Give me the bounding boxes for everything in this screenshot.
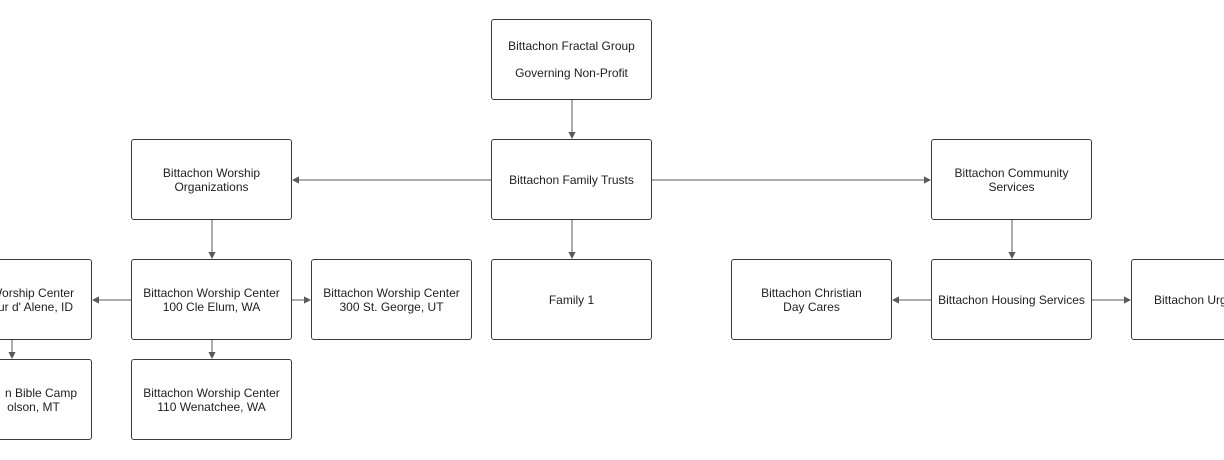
edge-trusts-to-community xyxy=(652,176,931,184)
edge-fractal-to-trusts xyxy=(568,100,576,139)
node-worship-center-cle-elum-line1: Bittachon Worship Center xyxy=(143,285,280,300)
node-christian-day-cares-line1: Bittachon Christian xyxy=(761,285,862,300)
node-worship-center-wenatchee[interactable]: Bittachon Worship Center 110 Wenatchee, … xyxy=(131,359,292,440)
node-community-services-line2: Services xyxy=(988,179,1035,194)
edge-cle-elum-to-coeur xyxy=(92,296,131,304)
edge-community-to-housing-arrowhead xyxy=(1008,252,1016,259)
node-housing-services[interactable]: Bittachon Housing Services xyxy=(931,259,1092,340)
edge-trusts-to-worship-orgs xyxy=(292,176,491,184)
node-bible-camp-line2: olson, MT xyxy=(7,399,60,414)
edge-community-to-housing xyxy=(1008,220,1016,259)
node-christian-day-cares[interactable]: Bittachon Christian Day Cares xyxy=(731,259,892,340)
node-family-trusts-label: Bittachon Family Trusts xyxy=(509,172,634,187)
edge-cle-elum-to-wenatchee-arrowhead xyxy=(208,352,216,359)
node-worship-organizations[interactable]: Bittachon Worship Organizations xyxy=(131,139,292,220)
edge-housing-to-urg-arrowhead xyxy=(1124,296,1131,304)
node-family-1[interactable]: Family 1 xyxy=(491,259,652,340)
node-worship-center-coeur-dalene-line1: Worship Center xyxy=(0,285,75,300)
node-urg[interactable]: Bittachon Urg xyxy=(1131,259,1224,340)
node-worship-organizations-line1: Bittachon Worship xyxy=(162,165,261,180)
edge-cle-elum-to-st-george-arrowhead xyxy=(304,296,311,304)
node-community-services[interactable]: Bittachon Community Services xyxy=(931,139,1092,220)
node-bible-camp[interactable]: n Bible Camp olson, MT xyxy=(0,359,92,440)
node-fractal-group[interactable]: Bittachon Fractal Group Governing Non-Pr… xyxy=(491,19,652,100)
edge-housing-to-day-cares xyxy=(892,296,931,304)
edge-trusts-to-community-arrowhead xyxy=(924,176,931,184)
node-family-1-label: Family 1 xyxy=(548,292,595,307)
node-housing-services-label: Bittachon Housing Services xyxy=(938,292,1085,307)
node-worship-center-st-george[interactable]: Bittachon Worship Center 300 St. George,… xyxy=(311,259,472,340)
node-worship-center-coeur-dalene-line2: ur d' Alene, ID xyxy=(0,299,73,314)
edge-worship-orgs-to-cle-elum xyxy=(208,220,216,259)
edge-cle-elum-to-coeur-arrowhead xyxy=(92,296,99,304)
node-worship-center-st-george-line2: 300 St. George, UT xyxy=(339,299,444,314)
edge-trusts-to-family1-arrowhead xyxy=(568,252,576,259)
edge-housing-to-urg xyxy=(1092,296,1131,304)
node-worship-center-coeur-dalene[interactable]: Worship Center ur d' Alene, ID xyxy=(0,259,92,340)
node-worship-center-wenatchee-line1: Bittachon Worship Center xyxy=(143,385,280,400)
edge-worship-orgs-to-cle-elum-arrowhead xyxy=(208,252,216,259)
node-urg-label: Bittachon Urg xyxy=(1154,292,1224,307)
node-worship-center-cle-elum[interactable]: Bittachon Worship Center 100 Cle Elum, W… xyxy=(131,259,292,340)
node-worship-center-st-george-line1: Bittachon Worship Center xyxy=(323,285,460,300)
edge-housing-to-day-cares-arrowhead xyxy=(892,296,899,304)
edge-fractal-to-trusts-arrowhead xyxy=(568,132,576,139)
node-fractal-group-subtitle: Governing Non-Profit xyxy=(515,66,628,80)
node-bible-camp-line1: n Bible Camp xyxy=(4,385,78,400)
edge-coeur-to-bible-camp xyxy=(8,340,16,359)
edge-coeur-to-bible-camp-arrowhead xyxy=(8,352,16,359)
edge-trusts-to-family1 xyxy=(568,220,576,259)
node-worship-organizations-line2: Organizations xyxy=(174,179,249,194)
node-family-trusts[interactable]: Bittachon Family Trusts xyxy=(491,139,652,220)
node-christian-day-cares-line2: Day Cares xyxy=(783,299,840,314)
node-fractal-group-title: Bittachon Fractal Group xyxy=(508,39,635,53)
edge-trusts-to-worship-orgs-arrowhead xyxy=(292,176,299,184)
node-worship-center-wenatchee-line2: 110 Wenatchee, WA xyxy=(157,399,266,414)
edge-cle-elum-to-st-george xyxy=(292,296,311,304)
node-worship-center-cle-elum-line2: 100 Cle Elum, WA xyxy=(162,299,261,314)
edge-cle-elum-to-wenatchee xyxy=(208,340,216,359)
node-community-services-line1: Bittachon Community xyxy=(954,165,1069,180)
